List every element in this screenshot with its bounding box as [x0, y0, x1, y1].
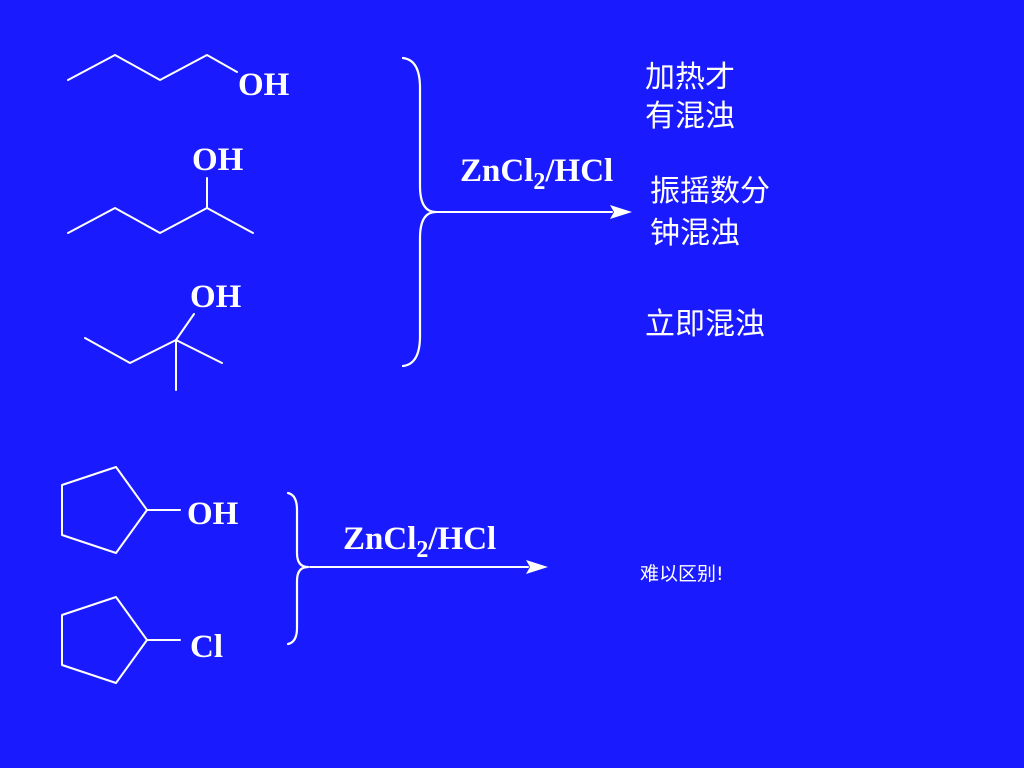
result-indistinguishable: 难以区别! [640, 563, 724, 585]
hydroxyl-label: OH [187, 496, 239, 532]
hydroxyl-label: OH [238, 67, 290, 103]
result-tertiary: 立即混浊 [645, 307, 765, 342]
hydroxyl-label: OH [190, 279, 242, 315]
chloro-label: Cl [190, 629, 223, 665]
grouping-brace-bottom [286, 491, 310, 646]
grouping-brace [401, 56, 438, 368]
reaction-arrow-head-bottom [526, 560, 548, 574]
molecule-tertiary-alcohol: OH [84, 279, 242, 391]
reaction-arrow-head [610, 205, 632, 219]
carbon-chain-bonds [67, 54, 238, 81]
molecule-chlorocyclopentane: Cl [61, 596, 223, 684]
hydroxyl-label: OH [192, 142, 244, 178]
molecule-secondary-alcohol: OH [67, 142, 254, 234]
molecule-primary-alcohol: OH [67, 54, 290, 103]
result-secondary-line1: 振摇数分 [650, 174, 770, 209]
cyclopentane-ring [61, 466, 148, 554]
hydroxyl-bond [175, 313, 195, 341]
carbon-chain-bonds [84, 337, 223, 364]
result-primary-line2: 有混浊 [645, 99, 735, 134]
carbon-chain-bonds [67, 207, 254, 234]
molecule-cyclopentanol: OH [61, 466, 239, 554]
reagent-label: ZnCl2/HCl [460, 153, 613, 195]
result-secondary-line2: 钟混浊 [650, 216, 740, 251]
result-primary-line1: 加热才 [645, 60, 735, 95]
cyclopentane-ring [61, 596, 148, 684]
reagent-label-bottom: ZnCl2/HCl [343, 521, 496, 563]
